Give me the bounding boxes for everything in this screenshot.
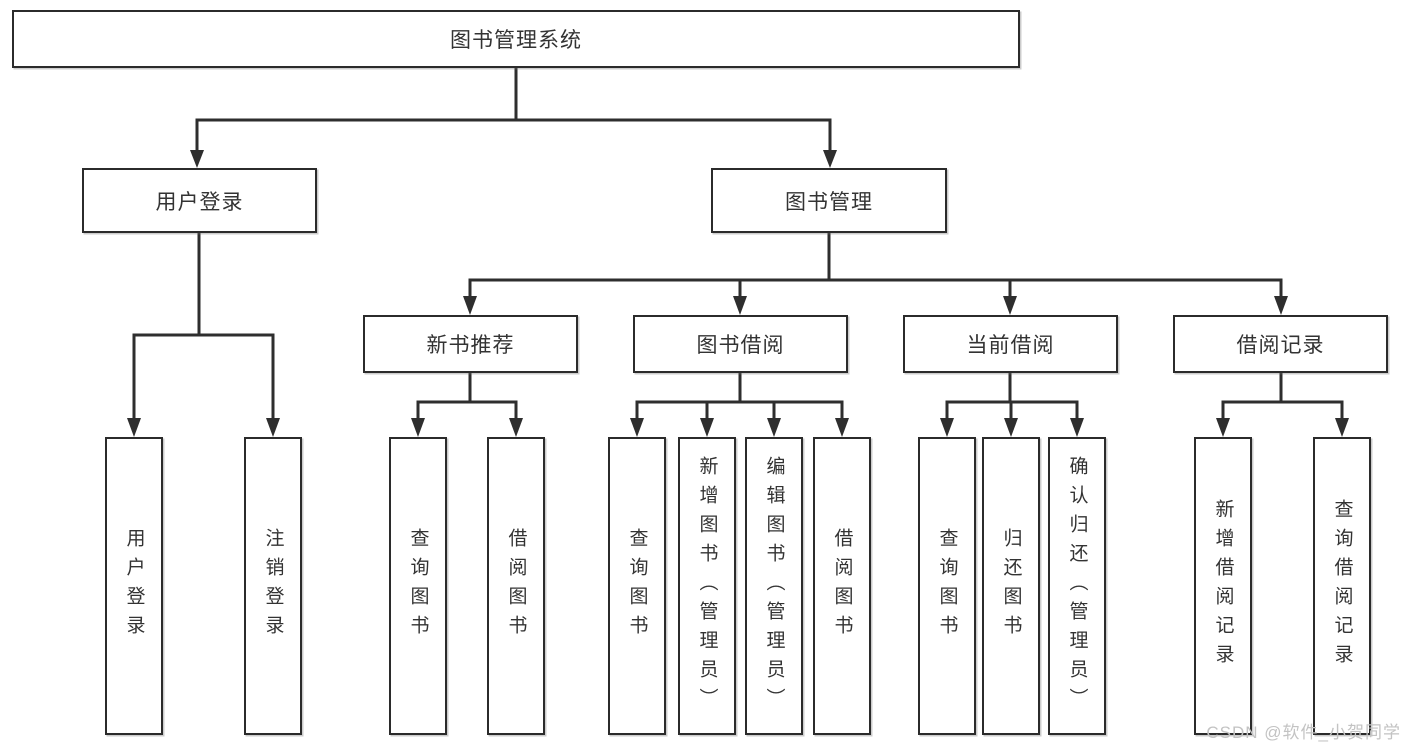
leaf-borrow-edit-books-admin: 编辑图书（管理员） (745, 437, 803, 735)
leaf-user-login: 用户登录 (105, 437, 163, 735)
node-user-login: 用户登录 (82, 168, 317, 233)
leaf-current-return-books: 归还图书 (982, 437, 1040, 735)
node-new-book-recommend: 新书推荐 (363, 315, 578, 373)
leaf-recommend-borrow-books: 借阅图书 (487, 437, 545, 735)
leaf-record-query-borrow-record: 查询借阅记录 (1313, 437, 1371, 735)
node-borrowing-records: 借阅记录 (1173, 315, 1388, 373)
leaf-borrow-add-books-admin: 新增图书（管理员） (678, 437, 736, 735)
leaf-borrow-query-books: 查询图书 (608, 437, 666, 735)
leaf-borrow-borrow-books: 借阅图书 (813, 437, 871, 735)
node-library-management-system: 图书管理系统 (12, 10, 1020, 68)
leaf-current-confirm-return-admin: 确认归还（管理员） (1048, 437, 1106, 735)
csdn-watermark: CSDN @软件_小贺同学 (1206, 723, 1401, 742)
leaf-recommend-query-books: 查询图书 (389, 437, 447, 735)
node-current-borrowing: 当前借阅 (903, 315, 1118, 373)
leaf-current-query-books: 查询图书 (918, 437, 976, 735)
node-book-borrowing: 图书借阅 (633, 315, 848, 373)
leaf-record-add-borrow-record: 新增借阅记录 (1194, 437, 1252, 735)
leaf-logout: 注销登录 (244, 437, 302, 735)
node-book-management: 图书管理 (711, 168, 947, 233)
